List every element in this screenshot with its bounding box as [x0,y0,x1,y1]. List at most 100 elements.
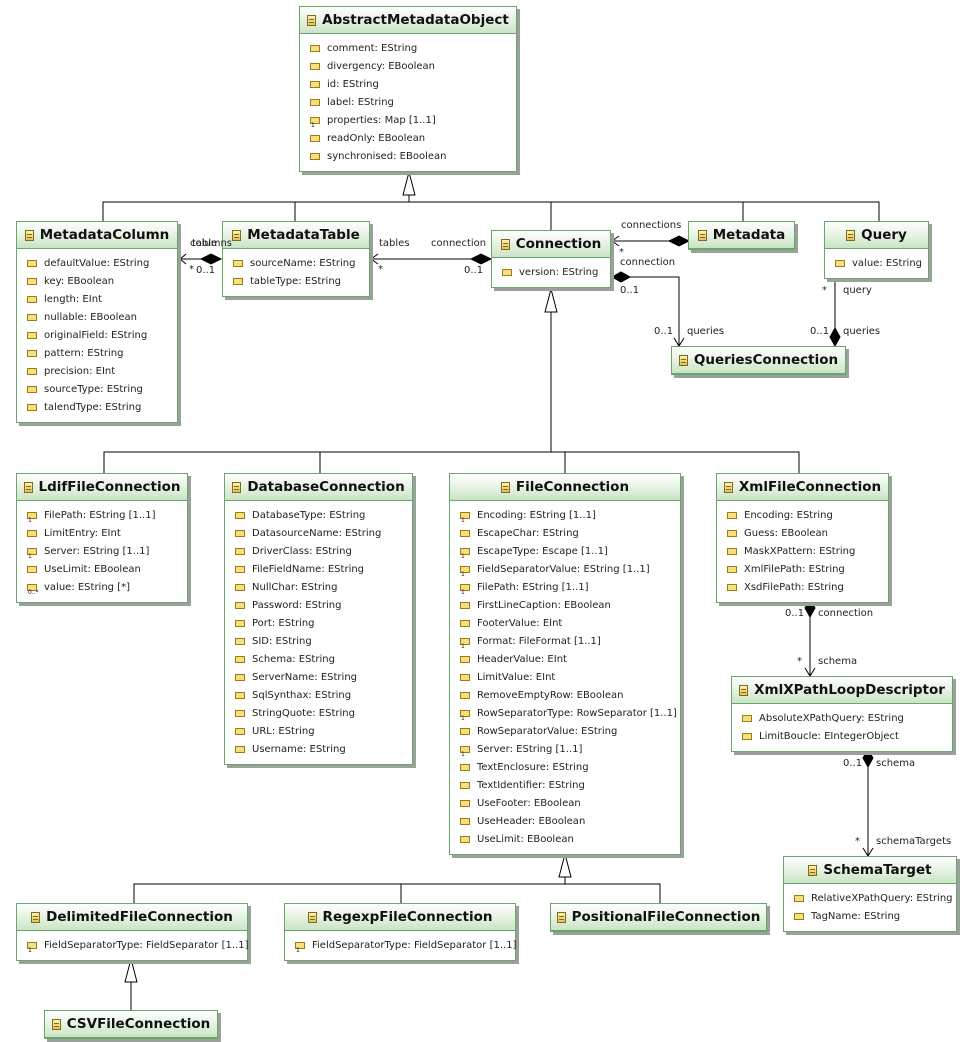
class-icon [31,911,41,923]
attribute[interactable]: Encoding: EString [717,506,888,524]
attribute[interactable]: sourceType: EString [17,380,177,398]
attribute[interactable]: DatabaseType: EString [225,506,412,524]
attribute[interactable]: Port: EString [225,614,412,632]
attribute[interactable]: UseLimit: EBoolean [450,830,680,848]
attribute[interactable]: 0..*value: EString [*] [17,578,187,596]
attribute[interactable]: XmlFilePath: EString [717,560,888,578]
attribute[interactable]: UseFooter: EBoolean [450,794,680,812]
attribute[interactable]: LimitValue: EInt [450,668,680,686]
attribute[interactable]: StringQuote: EString [225,704,412,722]
attribute[interactable]: SqlSynthax: EString [225,686,412,704]
attribute[interactable]: synchronised: EBoolean [300,147,516,165]
attribute[interactable]: value: EString [825,254,928,272]
attribute[interactable]: SID: EString [225,632,412,650]
attribute[interactable]: precision: EInt [17,362,177,380]
attribute[interactable]: AbsoluteXPathQuery: EString [732,709,952,727]
attribute[interactable]: nullable: EBoolean [17,308,177,326]
attribute[interactable]: RelativeXPathQuery: EString [784,889,956,907]
attribute[interactable]: length: EInt [17,290,177,308]
attribute[interactable]: originalField: EString [17,326,177,344]
attribute[interactable]: FileFieldName: EString [225,560,412,578]
attribute[interactable]: RowSeparatorValue: EString [450,722,680,740]
attribute[interactable]: UseLimit: EBoolean [17,560,187,578]
attribute[interactable]: EscapeChar: EString [450,524,680,542]
class-name: RegexpFileConnection [322,909,493,925]
attribute[interactable]: LimitEntry: EInt [17,524,187,542]
attribute-icon [460,601,470,609]
attribute[interactable]: id: EString [300,75,516,93]
attribute[interactable]: UseHeader: EBoolean [450,812,680,830]
attribute[interactable]: RemoveEmptyRow: EBoolean [450,686,680,704]
class-queries-connection[interactable]: QueriesConnection [671,346,846,375]
attribute[interactable]: DatasourceName: EString [225,524,412,542]
class-csv-file-connection[interactable]: CSVFileConnection [44,1010,218,1039]
attribute-label: NullChar: EString [252,581,338,593]
attribute-icon [835,259,845,267]
attribute[interactable]: pattern: EString [17,344,177,362]
attribute-icon [235,637,245,645]
attribute[interactable]: comment: EString [300,39,516,57]
attribute[interactable]: readOnly: EBoolean [300,129,516,147]
attribute[interactable]: Schema: EString [225,650,412,668]
attribute[interactable]: LimitBoucle: EIntegerObject [732,727,952,745]
class-name: DelimitedFileConnection [46,909,233,925]
attribute[interactable]: defaultValue: EString [17,254,177,272]
attribute[interactable]: HeaderValue: EInt [450,650,680,668]
attribute[interactable]: XsdFilePath: EString [717,578,888,596]
class-positional-file-connection[interactable]: PositionalFileConnection [550,903,767,932]
attribute[interactable]: label: EString [300,93,516,111]
attribute-label: EscapeType: Escape [1..1] [477,545,608,557]
attribute-label: label: EString [327,96,394,108]
attribute[interactable]: ServerName: EString [225,668,412,686]
attribute[interactable]: FooterValue: EInt [450,614,680,632]
attribute-label: originalField: EString [44,329,148,341]
attribute[interactable]: TextEnclosure: EString [450,758,680,776]
attribute[interactable]: talendType: EString [17,398,177,416]
attribute[interactable]: Guess: EBoolean [717,524,888,542]
attribute[interactable]: key: EBoolean [17,272,177,290]
attribute[interactable]: version: EString [492,263,610,281]
attribute[interactable]: Username: EString [225,740,412,758]
attribute[interactable]: tableType: EString [223,272,369,290]
class-metadata[interactable]: Metadata [688,221,795,250]
attribute[interactable]: DriverClass: EString [225,542,412,560]
attribute-label: value: EString [852,257,923,269]
attribute[interactable]: Password: EString [225,596,412,614]
attribute-icon [27,259,37,267]
attribute[interactable]: divergency: EBoolean [300,57,516,75]
attribute[interactable]: MaskXPattern: EString [717,542,888,560]
attribute-label: UseHeader: EBoolean [477,815,586,827]
attribute[interactable]: FirstLineCaption: EBoolean [450,596,680,614]
attribute[interactable]: URL: EString [225,722,412,740]
attribute[interactable]: NullChar: EString [225,578,412,596]
attribute[interactable]: TagName: EString [784,907,956,925]
attribute-icon [794,894,804,902]
attribute[interactable]: sourceName: EString [223,254,369,272]
attribute[interactable]: TextIdentifier: EString [450,776,680,794]
